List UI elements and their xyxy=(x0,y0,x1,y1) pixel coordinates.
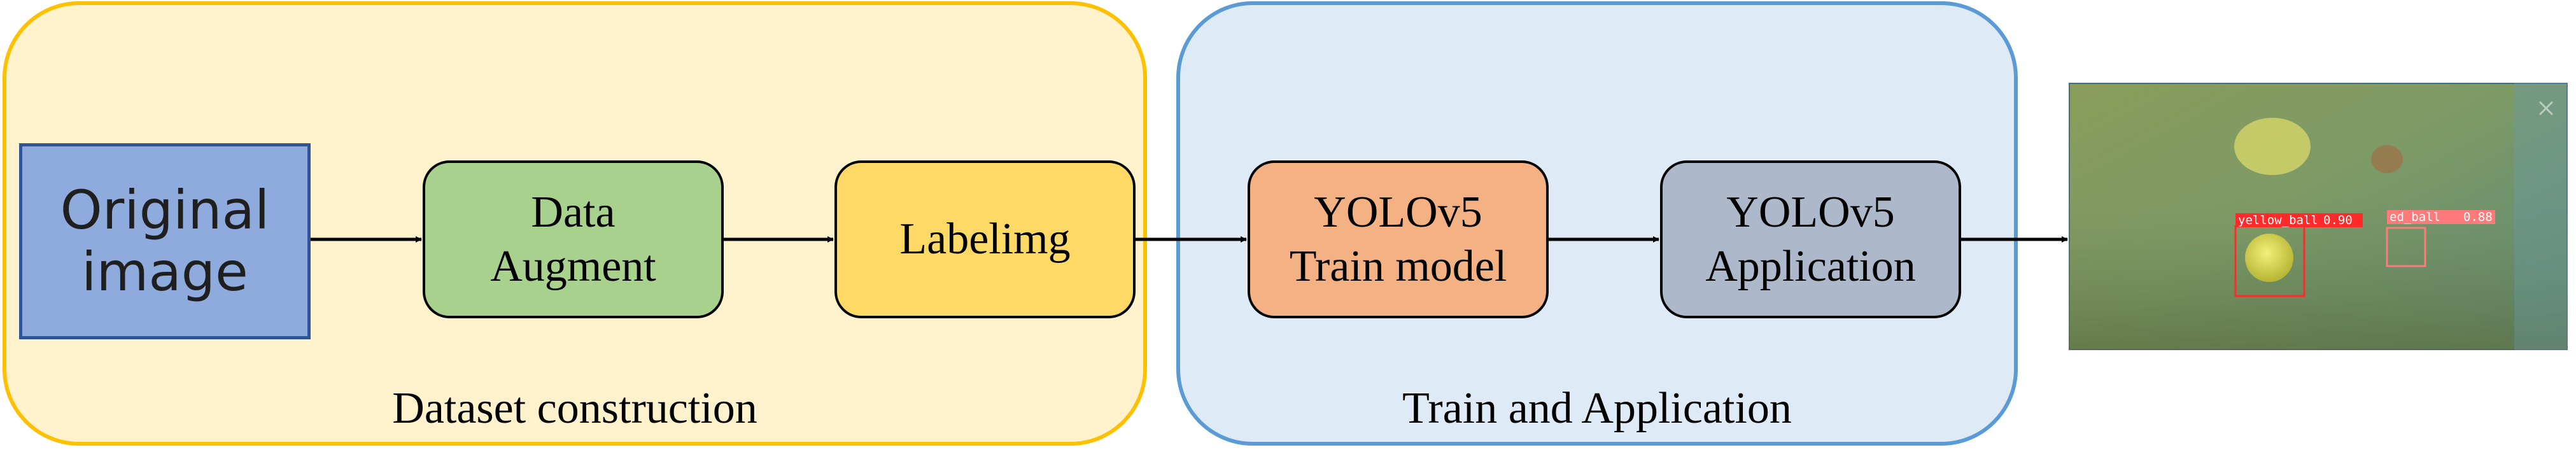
yolov5-application-node: YOLOv5 Application xyxy=(1660,160,1961,318)
data-augment-label: Data Augment xyxy=(490,187,656,291)
red-ball-box xyxy=(2386,227,2426,267)
detection-result-image: yellow_ball 0.90 ed_ball 0.88 xyxy=(2069,83,2568,350)
yellow-ball-score: 0.90 xyxy=(2323,213,2353,227)
train-and-application-label: Train and Application xyxy=(1402,384,1792,433)
labelimg-label: Labelimg xyxy=(899,215,1071,264)
yellow-ball-tag: yellow_ball xyxy=(2238,213,2318,227)
red-ball-tag: ed_ball xyxy=(2389,210,2440,224)
red-ball-score: 0.88 xyxy=(2463,210,2493,224)
original-image-node: Original image xyxy=(19,143,311,339)
dataset-construction-label: Dataset construction xyxy=(392,384,757,433)
yolov5-application-label: YOLOv5 Application xyxy=(1705,187,1916,291)
original-image-label: Original image xyxy=(60,179,270,303)
yolov5-train-model-label: YOLOv5 Train model xyxy=(1289,187,1507,291)
yolov5-train-model-node: YOLOv5 Train model xyxy=(1248,160,1549,318)
data-augment-node: Data Augment xyxy=(423,160,724,318)
labelimg-node: Labelimg xyxy=(834,160,1136,318)
